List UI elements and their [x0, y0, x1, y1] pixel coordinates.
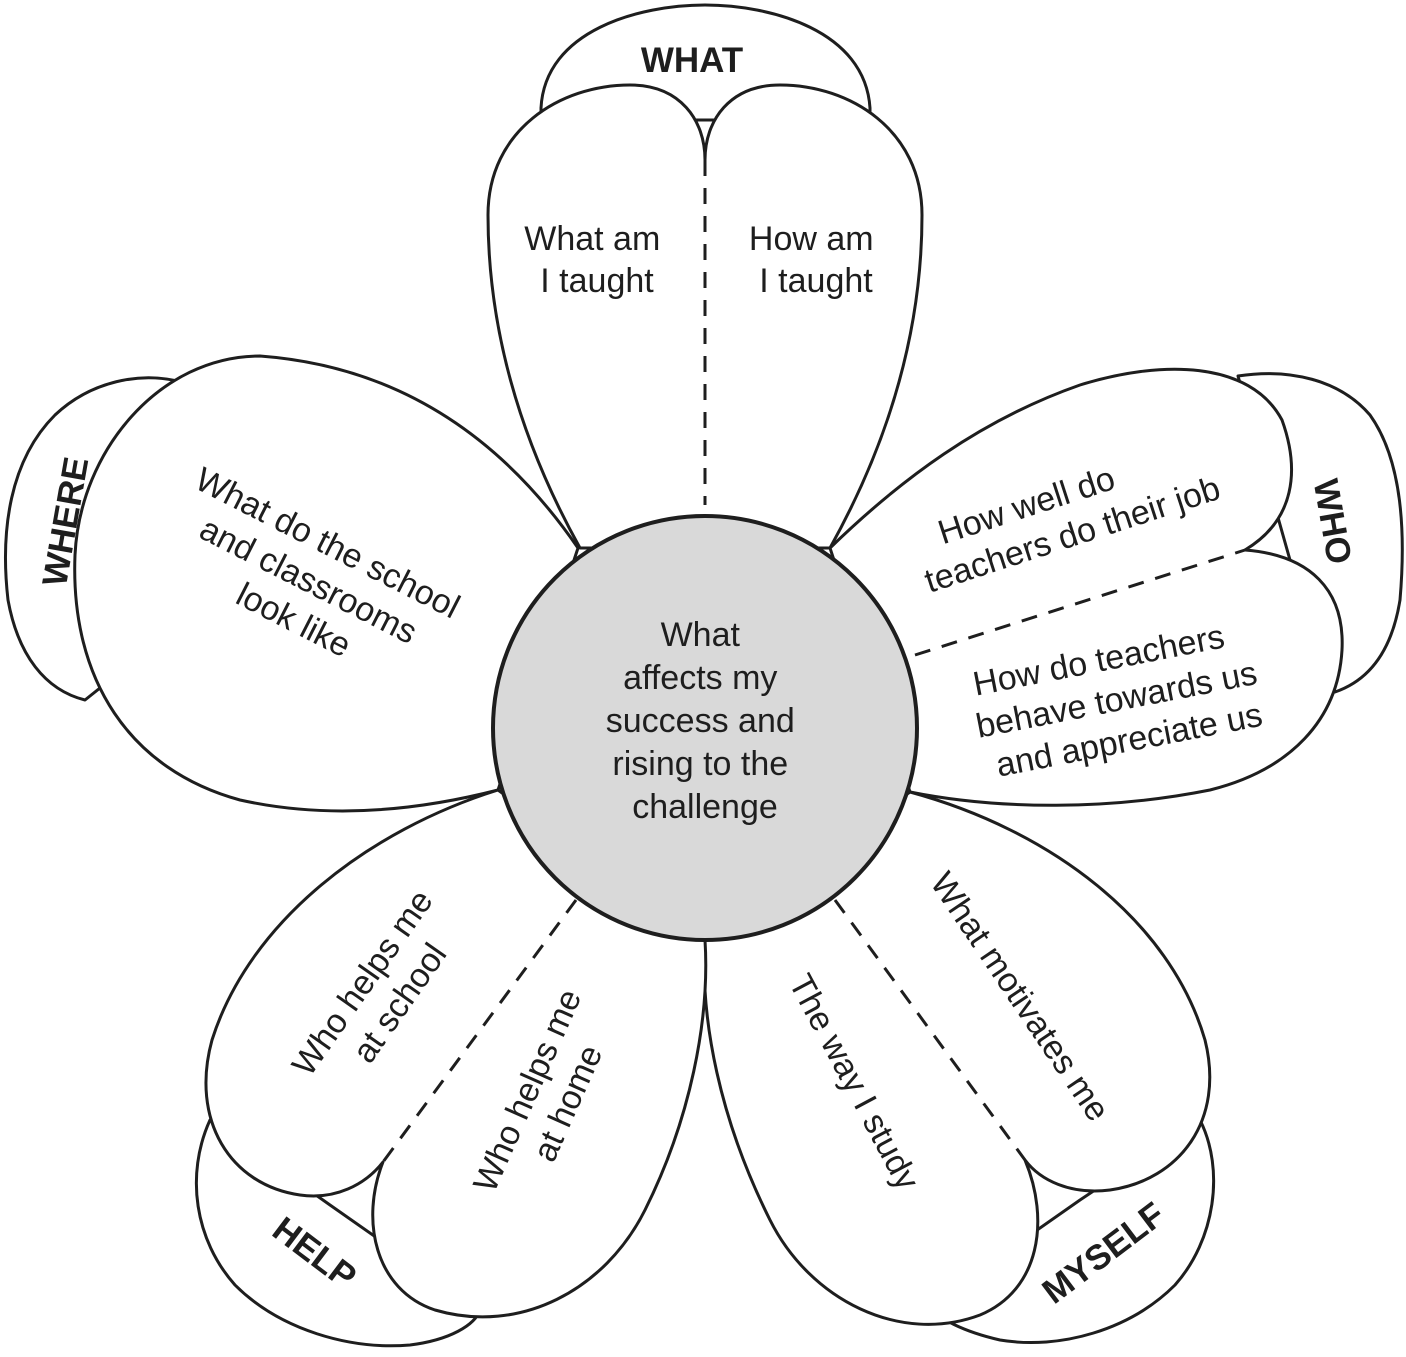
- petal-what-left-line: I taught: [540, 262, 654, 300]
- petal-what-right-line: I taught: [759, 262, 873, 300]
- petal-who-body: [828, 367, 1344, 807]
- center-disc-group: What affects my success and rising to th…: [491, 514, 919, 942]
- center-line: challenge: [632, 788, 778, 826]
- petal-who: WHO How well do teachers do their job Ho…: [828, 367, 1404, 807]
- petal-what-right-line: How am: [749, 220, 874, 258]
- center-line: affects my: [623, 659, 777, 697]
- petal-myself: MYSELF What motivates me The way I study: [702, 790, 1216, 1344]
- petal-who-divider: [914, 548, 1246, 657]
- petal-what-left-text: What am I taught: [524, 220, 670, 300]
- center-disc: [491, 514, 919, 942]
- center-text: What affects my success and rising to th…: [606, 616, 804, 826]
- petal-where: WHERE What do the school and classrooms …: [3, 354, 580, 813]
- center-line: success and: [606, 702, 795, 740]
- petal-what: WHAT What am I taught How am I taught: [486, 3, 924, 550]
- petal-what-right-text: How am I taught: [749, 220, 883, 300]
- petal-what-left-line: What am: [524, 220, 660, 258]
- petal-help: HELP Who helps me at school Who helps me…: [194, 788, 708, 1348]
- petal-what-title: WHAT: [641, 41, 743, 80]
- petal-where-body: [73, 354, 580, 813]
- center-line: What: [661, 616, 741, 654]
- petal-myself-body: [702, 790, 1212, 1326]
- petal-what-body: [486, 83, 924, 550]
- center-line: rising to the: [612, 745, 788, 783]
- petal-help-body: [204, 788, 708, 1319]
